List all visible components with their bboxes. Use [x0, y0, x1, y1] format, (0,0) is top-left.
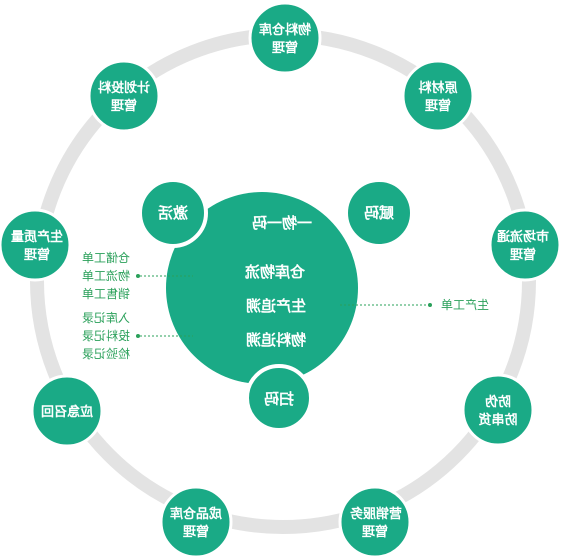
center-item-production: 生产追溯 [246, 297, 306, 315]
activate-node [138, 178, 208, 248]
left-connector-2 [136, 334, 193, 338]
left-label-logistics-order: 物流工单 [82, 269, 130, 283]
center-item-warehouse: 仓库物流 [245, 263, 306, 281]
svg-text:管理: 管理 [111, 98, 137, 114]
ring-node-anti-counterfeit: 防伪 防串货 [461, 373, 535, 447]
center-title: 一物一码 [252, 214, 312, 232]
ring-node-finished-goods: 成品仓库 管理 [159, 485, 233, 559]
ring-node-production-quality: 生产质量 管理 [0, 208, 72, 282]
center-item-material: 物料追溯 [246, 331, 306, 349]
assign-node [344, 178, 414, 248]
svg-text:生产质量: 生产质量 [11, 229, 63, 245]
ring-node-planned-feeding: 计划投料 管理 [87, 59, 161, 133]
left-label-feeding-record: 投料记录 [82, 328, 130, 343]
right-label-production-order: 生产工单 [441, 298, 489, 312]
ring-node-marketing-service: 营销服务 管理 [338, 485, 412, 559]
svg-text:管理: 管理 [425, 98, 451, 114]
svg-text:管理: 管理 [362, 524, 388, 540]
ring-node-emergency-recall: 应急召回 [30, 374, 104, 448]
svg-text:原材料: 原材料 [418, 80, 457, 96]
svg-text:管理: 管理 [24, 247, 50, 263]
left-label-warehouse-order: 仓储工单 [82, 250, 130, 265]
svg-text:物料仓库: 物料仓库 [259, 22, 311, 38]
svg-text:成品仓库: 成品仓库 [170, 506, 222, 522]
svg-text:防串货: 防串货 [478, 412, 517, 428]
svg-text:应急召回: 应急召回 [41, 404, 93, 420]
svg-text:管理: 管理 [510, 247, 536, 263]
assign-label: 赋码 [364, 204, 394, 222]
left-label-inspection-record: 检验记录 [82, 346, 130, 361]
scan-label: 扫码 [264, 390, 294, 408]
ring-node-material-warehouse: 物料仓库 管理 [248, 1, 322, 75]
svg-text:营销服务: 营销服务 [349, 506, 402, 522]
svg-text:市场流通: 市场流通 [497, 229, 549, 245]
svg-text:管理: 管理 [272, 40, 298, 56]
left-connector-1 [136, 274, 193, 278]
activate-label: 激活 [158, 204, 188, 222]
scan-node [245, 364, 313, 432]
ring-node-raw-material: 原材料 管理 [401, 59, 475, 133]
svg-text:计划投料: 计划投料 [98, 80, 150, 96]
left-label-sales-order: 销售工单 [82, 286, 130, 301]
right-connector [340, 303, 432, 307]
ring-node-market-circulation: 市场流通 管理 [488, 208, 562, 282]
left-label-inbound-record: 入库记录 [82, 310, 130, 325]
center-circle [166, 192, 358, 384]
svg-text:防伪: 防伪 [485, 394, 511, 410]
svg-text:管理: 管理 [183, 524, 209, 540]
